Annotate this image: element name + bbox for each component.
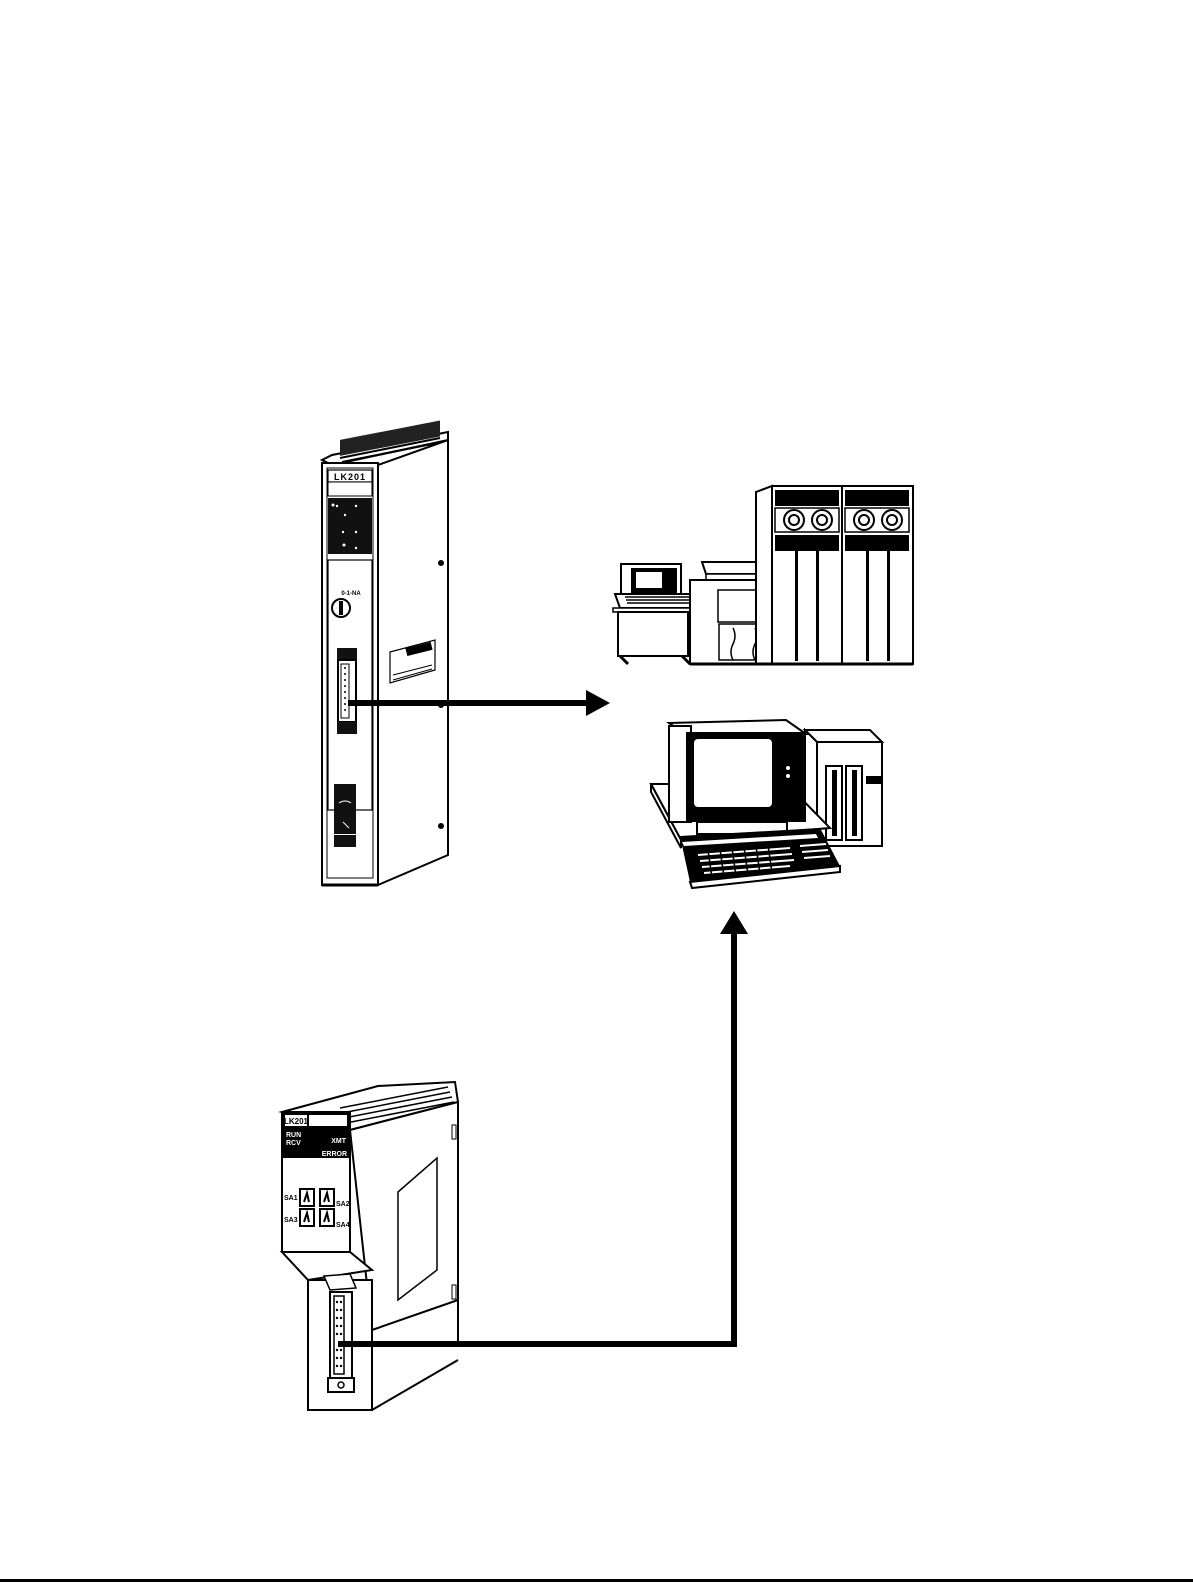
switch-label: 0-1-NA <box>341 591 361 597</box>
terminal-icon <box>612 563 710 666</box>
module-model-label: LK201 <box>284 1117 309 1126</box>
led-panel <box>328 498 372 554</box>
connection-arrow-bottom-to-pc <box>338 911 748 1347</box>
run-indicator: RUN <box>286 1132 301 1139</box>
module-model-label: LK201 <box>334 472 366 482</box>
connection-arrow-top-to-host <box>348 690 610 716</box>
host-computer-system <box>612 484 914 666</box>
personal-computer <box>649 718 885 890</box>
serial-port-connector <box>337 648 357 734</box>
serial-port-connector <box>322 1273 358 1393</box>
bottom-link-module: LK201 RUN RCV XMT ERROR SA1 SA2 SA3 SA4 <box>278 1080 460 1411</box>
arrowhead-right-icon <box>586 690 610 716</box>
switch-sa2-label: SA2 <box>336 1201 350 1208</box>
floppy-drive-unit-icon <box>802 727 885 849</box>
keyboard-icon <box>680 828 841 890</box>
side-sticker <box>389 639 436 684</box>
switch-sa3-label: SA3 <box>284 1217 298 1224</box>
switch-sa4-label: SA4 <box>336 1222 350 1229</box>
screw-icon <box>438 560 444 566</box>
top-link-module: LK201 0-1-NA <box>319 420 449 887</box>
page-bottom-rule <box>0 1579 1193 1582</box>
address-switches: SA1 SA2 SA3 SA4 <box>284 1188 350 1229</box>
switch-sa1-label: SA1 <box>284 1195 298 1202</box>
peripheral-port-connector <box>334 784 356 847</box>
arrowhead-up-icon <box>720 911 748 934</box>
screw-icon <box>438 823 444 829</box>
disk-drive-cabinets-icon <box>755 484 914 666</box>
rcv-indicator: RCV <box>286 1140 301 1147</box>
monitor-icon <box>665 718 810 835</box>
xmt-indicator: XMT <box>331 1138 347 1145</box>
error-indicator: ERROR <box>322 1151 347 1158</box>
